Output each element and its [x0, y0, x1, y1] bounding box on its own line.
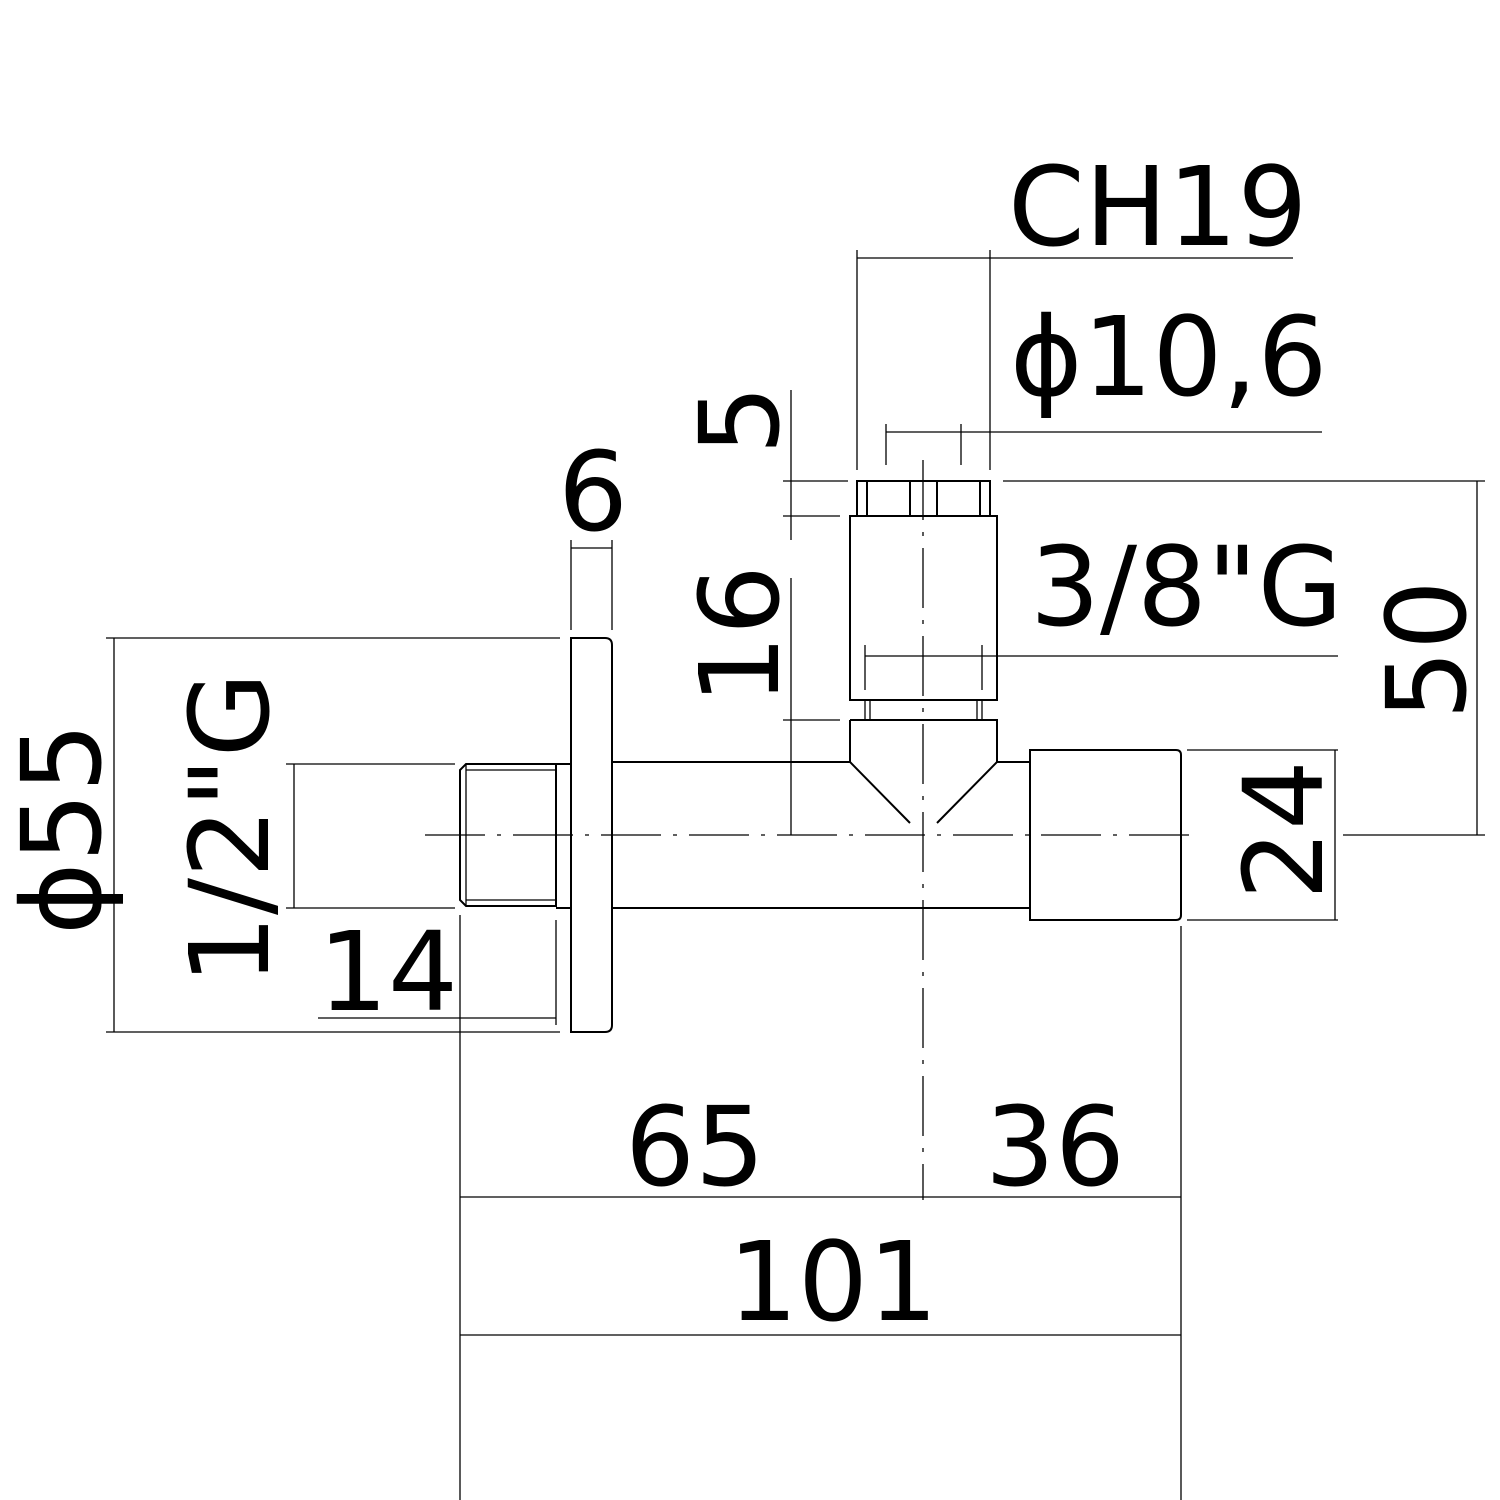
- label-101: 101: [728, 1218, 938, 1346]
- flange-plate: [570, 637, 613, 1033]
- valve-cone: [849, 719, 998, 824]
- right-cap: [1029, 749, 1182, 921]
- label-flange-diameter: ϕ55: [0, 722, 126, 935]
- label-65: 65: [625, 1083, 765, 1211]
- label-stem-diameter: ϕ10,6: [1010, 293, 1328, 421]
- label-36: 36: [985, 1083, 1125, 1211]
- dimension-lines: [106, 250, 1485, 1500]
- label-inlet-thread: 1/2"G: [166, 672, 294, 985]
- label-inlet-thread-length: 14: [318, 908, 458, 1036]
- label-ch19: CH19: [1008, 143, 1308, 271]
- label-5: 5: [676, 385, 804, 455]
- label-16: 16: [676, 565, 804, 705]
- label-24: 24: [1220, 760, 1348, 900]
- label-flange-thickness: 6: [558, 428, 628, 556]
- label-50: 50: [1363, 580, 1491, 720]
- label-outlet-thread: 3/8"G: [1030, 523, 1343, 651]
